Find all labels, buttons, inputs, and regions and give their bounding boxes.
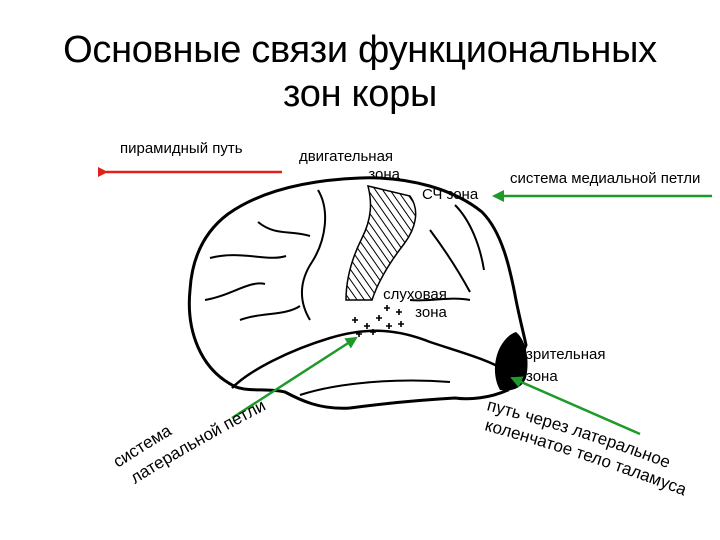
auditory-zone-marks: [352, 305, 404, 337]
visual-path-arrow: [510, 376, 641, 436]
motor-zone-band: [345, 184, 417, 301]
lateral-loop-arrow: [231, 336, 358, 420]
visual-zone-label-2: зона: [526, 368, 558, 385]
pyramidal-path-label: пирамидный путь: [120, 140, 243, 157]
auditory-zone-label-1: слуховая: [383, 286, 447, 303]
page-title-line-1: Основные связи функциональных: [63, 29, 657, 71]
motor-zone-label-1: двигательная: [298, 148, 394, 165]
sensory-zone-label: СЧ зона: [422, 186, 479, 203]
visual-zone-label-1: зрительная: [526, 346, 606, 363]
medial-loop-label: система медиальной петли: [510, 170, 701, 187]
visual-zone-area: [494, 332, 528, 391]
page-title-line-2: зон коры: [283, 73, 437, 115]
motor-zone-label-2: зона: [368, 166, 400, 183]
auditory-zone-label-2: зона: [415, 304, 447, 321]
